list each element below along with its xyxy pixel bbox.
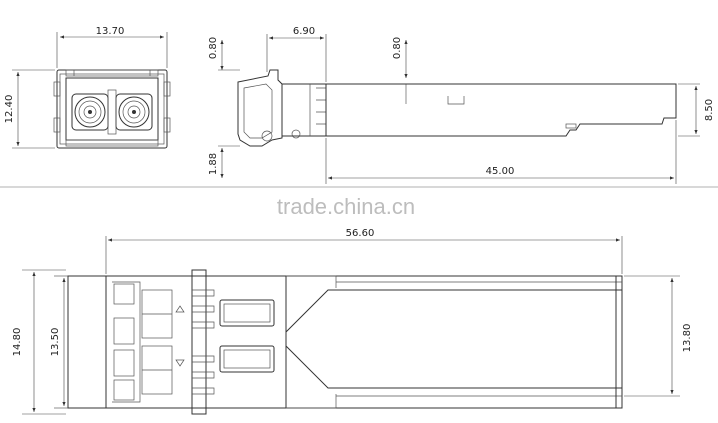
top-view: 56.60 14.80 13.50 13.80 [12,228,693,415]
window-upper [219,299,275,327]
dim-side-top-length: 6.90 [293,26,315,37]
dim-front-height: 12.40 [4,95,15,124]
lc-port-left [74,96,106,128]
side-view: 6.90 0.80 1.88 0.80 8.50 45.00 [208,26,715,184]
dim-top-right-height: 13.80 [682,324,693,353]
watermark: trade.china.cn [277,194,415,219]
dim-side-length: 45.00 [486,166,515,177]
dim-side-height: 8.50 [704,99,715,121]
dim-top-outer-height: 14.80 [12,328,23,357]
dim-side-right-gap: 0.80 [392,37,403,59]
dim-top-inner-height: 13.50 [50,328,61,357]
front-view: 13.70 12.40 [4,26,171,149]
lc-port-right [118,96,150,128]
dim-top-length: 56.60 [346,228,375,239]
dim-side-top-gap: 0.80 [208,37,219,59]
dim-side-bottom-gap: 1.88 [208,153,219,175]
dim-front-width: 13.70 [96,26,125,37]
window-lower [219,345,275,373]
